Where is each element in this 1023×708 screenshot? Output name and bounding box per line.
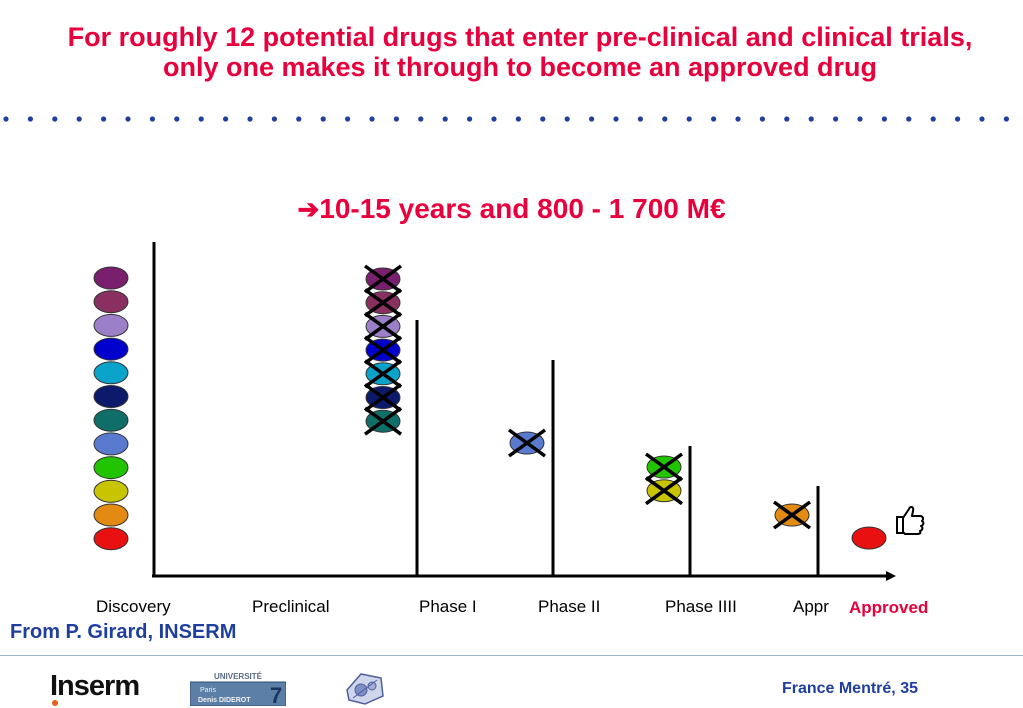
separator-dot: [808, 116, 814, 122]
separator-dot: [955, 116, 961, 122]
approved-candidate: [851, 526, 887, 550]
separator-dot: [833, 116, 839, 122]
candidate-ellipse: [93, 385, 129, 408]
separator-dot: [857, 116, 863, 122]
separator-dot: [320, 116, 326, 122]
page-number: 35: [900, 680, 918, 697]
stage-label-preclinical: Preclinical: [252, 597, 330, 616]
inserm-logo-dot: [52, 700, 58, 706]
separator-dot: [686, 116, 692, 122]
separator-dot: [564, 116, 570, 122]
right-arrow-icon: ➔: [297, 194, 320, 224]
inserm-logo: Inserm: [50, 670, 140, 702]
candidate-ellipse: [93, 527, 129, 551]
separator-dot: [979, 116, 985, 122]
candidate-ellipse: [93, 361, 129, 385]
stage-label-phase-2: Phase II: [538, 597, 601, 616]
dotted-separator: [3, 116, 1010, 122]
separator-dot: [174, 116, 180, 122]
eliminated-cross-icon: [363, 359, 403, 389]
eliminated-cross-icon: [772, 500, 812, 530]
separator-dot: [711, 116, 717, 122]
x-axis-arrowhead: [886, 571, 896, 581]
eliminated-cross-icon: [363, 311, 403, 341]
separator-dot: [223, 116, 229, 122]
approved-candidate-ellipse: [851, 526, 887, 550]
svg-text:7: 7: [270, 683, 282, 706]
separator-dot: [515, 116, 522, 122]
separator-dot: [540, 116, 546, 122]
candidate-ellipse: [93, 290, 129, 314]
slide-title: For roughly 12 potential drugs that ente…: [67, 22, 973, 82]
separator-dot: [125, 116, 131, 122]
separator-dot: [491, 116, 497, 122]
separator-dot: [393, 116, 399, 122]
candidate-ellipse: [93, 479, 129, 503]
separator-dot: [198, 116, 204, 122]
separator-dot: [881, 116, 888, 122]
candidate-ellipse: [93, 503, 129, 527]
svg-text:UNIVERSITÉ: UNIVERSITÉ: [214, 672, 263, 681]
candidate-ellipse: [93, 456, 129, 480]
separator-dot: [27, 116, 33, 122]
separator-dot: [467, 116, 473, 122]
separator-dot: [613, 116, 619, 122]
separator-dot: [271, 116, 277, 122]
svg-text:Paris: Paris: [200, 687, 216, 694]
eliminated-candidates: [363, 264, 812, 530]
separator-dot: [930, 116, 936, 122]
separator-dot: [76, 116, 82, 122]
separator-dot: [759, 116, 766, 122]
eliminated-cross-icon: [644, 452, 684, 482]
university-logo: UNIVERSITÉ Paris Denis DIDEROT 7: [190, 672, 286, 706]
separator-dot: [442, 116, 448, 122]
separator-dot: [52, 116, 58, 122]
eliminated-cross-icon: [507, 428, 547, 458]
separator-dot: [101, 116, 107, 122]
eliminated-cross-icon: [363, 406, 403, 436]
eliminated-cross-icon: [363, 288, 403, 318]
separator-dot: [345, 116, 351, 122]
source-credit: From P. Girard, INSERM: [10, 621, 237, 643]
eliminated-cross-icon: [363, 335, 403, 365]
separator-dot: [296, 116, 302, 122]
stage-label-approval: Appr: [793, 597, 829, 616]
candidate-ellipse: [93, 266, 129, 290]
separator-dot: [735, 116, 741, 122]
discovery-candidates: [93, 266, 129, 551]
author-name: France Mentré,: [781, 680, 896, 697]
slide-footer: France Mentré, 35: [782, 680, 918, 698]
separator-dot: [906, 116, 912, 122]
candidate-ellipse: [93, 337, 129, 361]
eliminated-cross-icon: [363, 383, 403, 412]
footer-divider: [0, 655, 1023, 656]
candidate-ellipse: [93, 313, 129, 337]
thumbs-up-icon: [896, 505, 925, 535]
separator-dot: [589, 116, 595, 122]
separator-dot: [1003, 116, 1010, 122]
separator-dot: [3, 116, 9, 122]
eliminated-cross-icon: [363, 264, 403, 294]
stage-label-discovery: Discovery: [96, 597, 171, 616]
approved-label: Approved: [849, 598, 929, 617]
stage-label-phase-3: Phase IIII: [665, 597, 737, 616]
svg-text:Denis DIDEROT: Denis DIDEROT: [198, 697, 251, 704]
separator-dot: [784, 116, 790, 122]
eliminated-cross-icon: [644, 476, 684, 506]
candidate-ellipse: [93, 408, 129, 432]
separator-dot: [369, 116, 375, 122]
separator-dot: [418, 116, 424, 122]
candidate-ellipse: [93, 432, 129, 456]
stage-label-phase-1: Phase I: [419, 597, 477, 616]
separator-dot: [247, 116, 253, 122]
institution-emblem-icon: [346, 673, 384, 705]
subtitle-text: 10-15 years and 800 - 1 700 M€: [319, 193, 726, 224]
subtitle: ➔10-15 years and 800 - 1 700 M€: [0, 193, 1023, 225]
separator-dot: [662, 116, 668, 122]
separator-dot: [149, 116, 155, 122]
separator-dot: [637, 116, 644, 122]
